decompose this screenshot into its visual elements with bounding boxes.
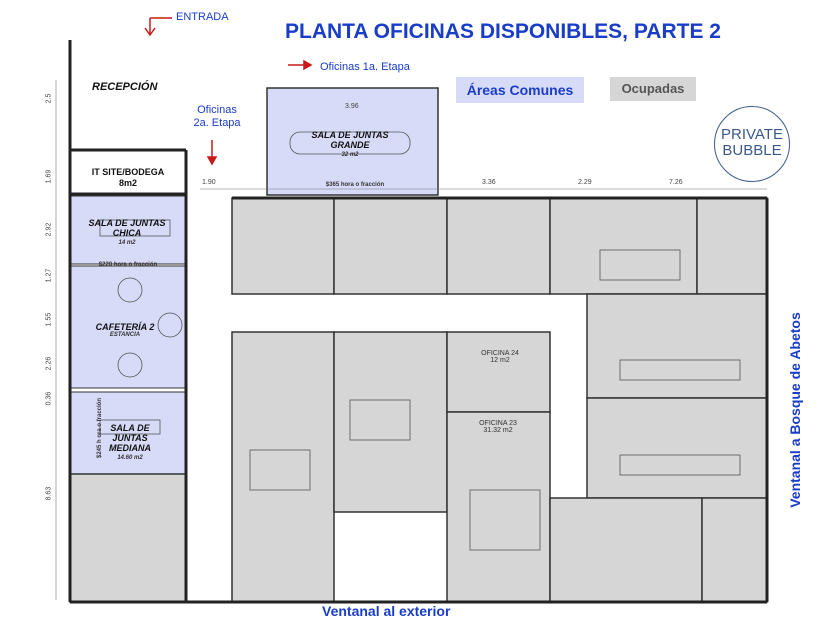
dim-top-2: 3.36 xyxy=(482,179,496,186)
cafeteria-area xyxy=(69,265,187,389)
phase1-label: Oficinas 1a. Etapa xyxy=(320,61,410,73)
furniture xyxy=(99,131,741,551)
phase2-line2: 2a. Etapa xyxy=(193,117,241,129)
sala-chica-price: $220 hora o fracción xyxy=(98,262,158,268)
it-site-line1: IT SITE/BODEGA xyxy=(91,167,165,177)
page-title: PLANTA OFICINAS DISPONIBLES, PARTE 2 xyxy=(285,20,721,43)
walls xyxy=(68,40,769,604)
oficina23-area: 31.32 m2 xyxy=(483,427,513,434)
dim-left-4: 1.27 xyxy=(45,268,53,283)
logo-line2: BUBBLE xyxy=(722,142,782,159)
cafeteria-sub: ESTANCIA xyxy=(109,332,141,338)
offices-occupied xyxy=(69,197,768,603)
entrance-arrow-icon xyxy=(144,17,172,37)
sala-mediana-area: 14.60 m2 xyxy=(117,455,143,461)
legend-common-areas: Áreas Comunes xyxy=(456,77,584,103)
sala-mediana-label: SALA DE JUNTAS MEDIANA 14.60 m2 xyxy=(95,423,165,463)
oficina24-name: OFICINA 24 xyxy=(481,350,519,357)
oficina23-label: OFICINA 23 31.32 m2 xyxy=(468,420,528,434)
forest-window-label: Ventanal a Bosque de Abetos xyxy=(787,312,803,508)
brand-logo: PRIVATE BUBBLE xyxy=(714,106,790,182)
sala-grande-line1: SALA DE JUNTAS xyxy=(311,130,389,140)
sala-mediana-line2: MEDIANA xyxy=(109,443,151,453)
phase2-label: Oficinas 2a. Etapa xyxy=(188,104,246,130)
dim-left-7: 0.36 xyxy=(45,391,53,406)
it-site-line2: 8m2 xyxy=(118,178,137,188)
it-site-label: IT SITE/BODEGA 8m2 xyxy=(88,167,168,189)
logo-line1: PRIVATE xyxy=(721,126,783,143)
entrance-label: ENTRADA xyxy=(176,11,229,23)
dim-left-6: 2.26 xyxy=(45,356,53,371)
sala-mediana-price: $245 h ora o fracción xyxy=(97,397,103,459)
dim-top-4: 7.26 xyxy=(669,179,683,186)
phase2-arrow-icon xyxy=(206,140,218,166)
sala-grande-line2: GRANDE xyxy=(330,140,370,150)
phase2-line1: Oficinas xyxy=(197,104,237,116)
dim-left-5: 1.55 xyxy=(45,312,53,327)
exterior-window-label: Ventanal al exterior xyxy=(322,603,451,619)
sala-grande-area: 32 m2 xyxy=(341,152,359,158)
dim-left-2: 1.69 xyxy=(45,169,53,184)
dim-left-8: 8.63 xyxy=(45,486,53,501)
oficina24-label: OFICINA 24 12 m2 xyxy=(470,350,530,364)
dimension-lines xyxy=(55,80,767,600)
dim-top-1: 1.90 xyxy=(202,179,216,186)
legend-occupied: Ocupadas xyxy=(610,77,696,101)
sala-chica-area: 14 m2 xyxy=(118,240,136,246)
cafeteria-label: CAFETERÍA 2 ESTANCIA xyxy=(90,322,160,338)
dim-left-1: 2.5 xyxy=(45,93,53,104)
sala-grande-price: $365 hora o fracción xyxy=(325,182,385,188)
sala-mediana-line1: SALA DE JUNTAS xyxy=(110,423,150,443)
sala-chica-area xyxy=(69,195,187,265)
dim-room-1: 3.96 xyxy=(345,103,359,110)
oficina24-area: 12 m2 xyxy=(490,357,510,364)
phase1-arrow-icon xyxy=(288,59,313,71)
oficina23-name: OFICINA 23 xyxy=(479,420,517,427)
cafeteria-name: CAFETERÍA 2 xyxy=(95,322,155,332)
reception-label: RECEPCIÓN xyxy=(92,81,158,93)
sala-chica-line1: SALA DE JUNTAS xyxy=(88,218,166,228)
sala-mediana-area xyxy=(69,391,187,475)
dim-top-3: 2.29 xyxy=(578,179,592,186)
sala-chica-line2: CHICA xyxy=(112,228,142,238)
sala-grande-area xyxy=(266,87,439,196)
sala-grande-label: SALA DE JUNTAS GRANDE 32 m2 xyxy=(300,130,400,160)
dim-left-3: 2.92 xyxy=(45,222,53,237)
sala-chica-label: SALA DE JUNTAS CHICA 14 m2 xyxy=(82,218,172,248)
